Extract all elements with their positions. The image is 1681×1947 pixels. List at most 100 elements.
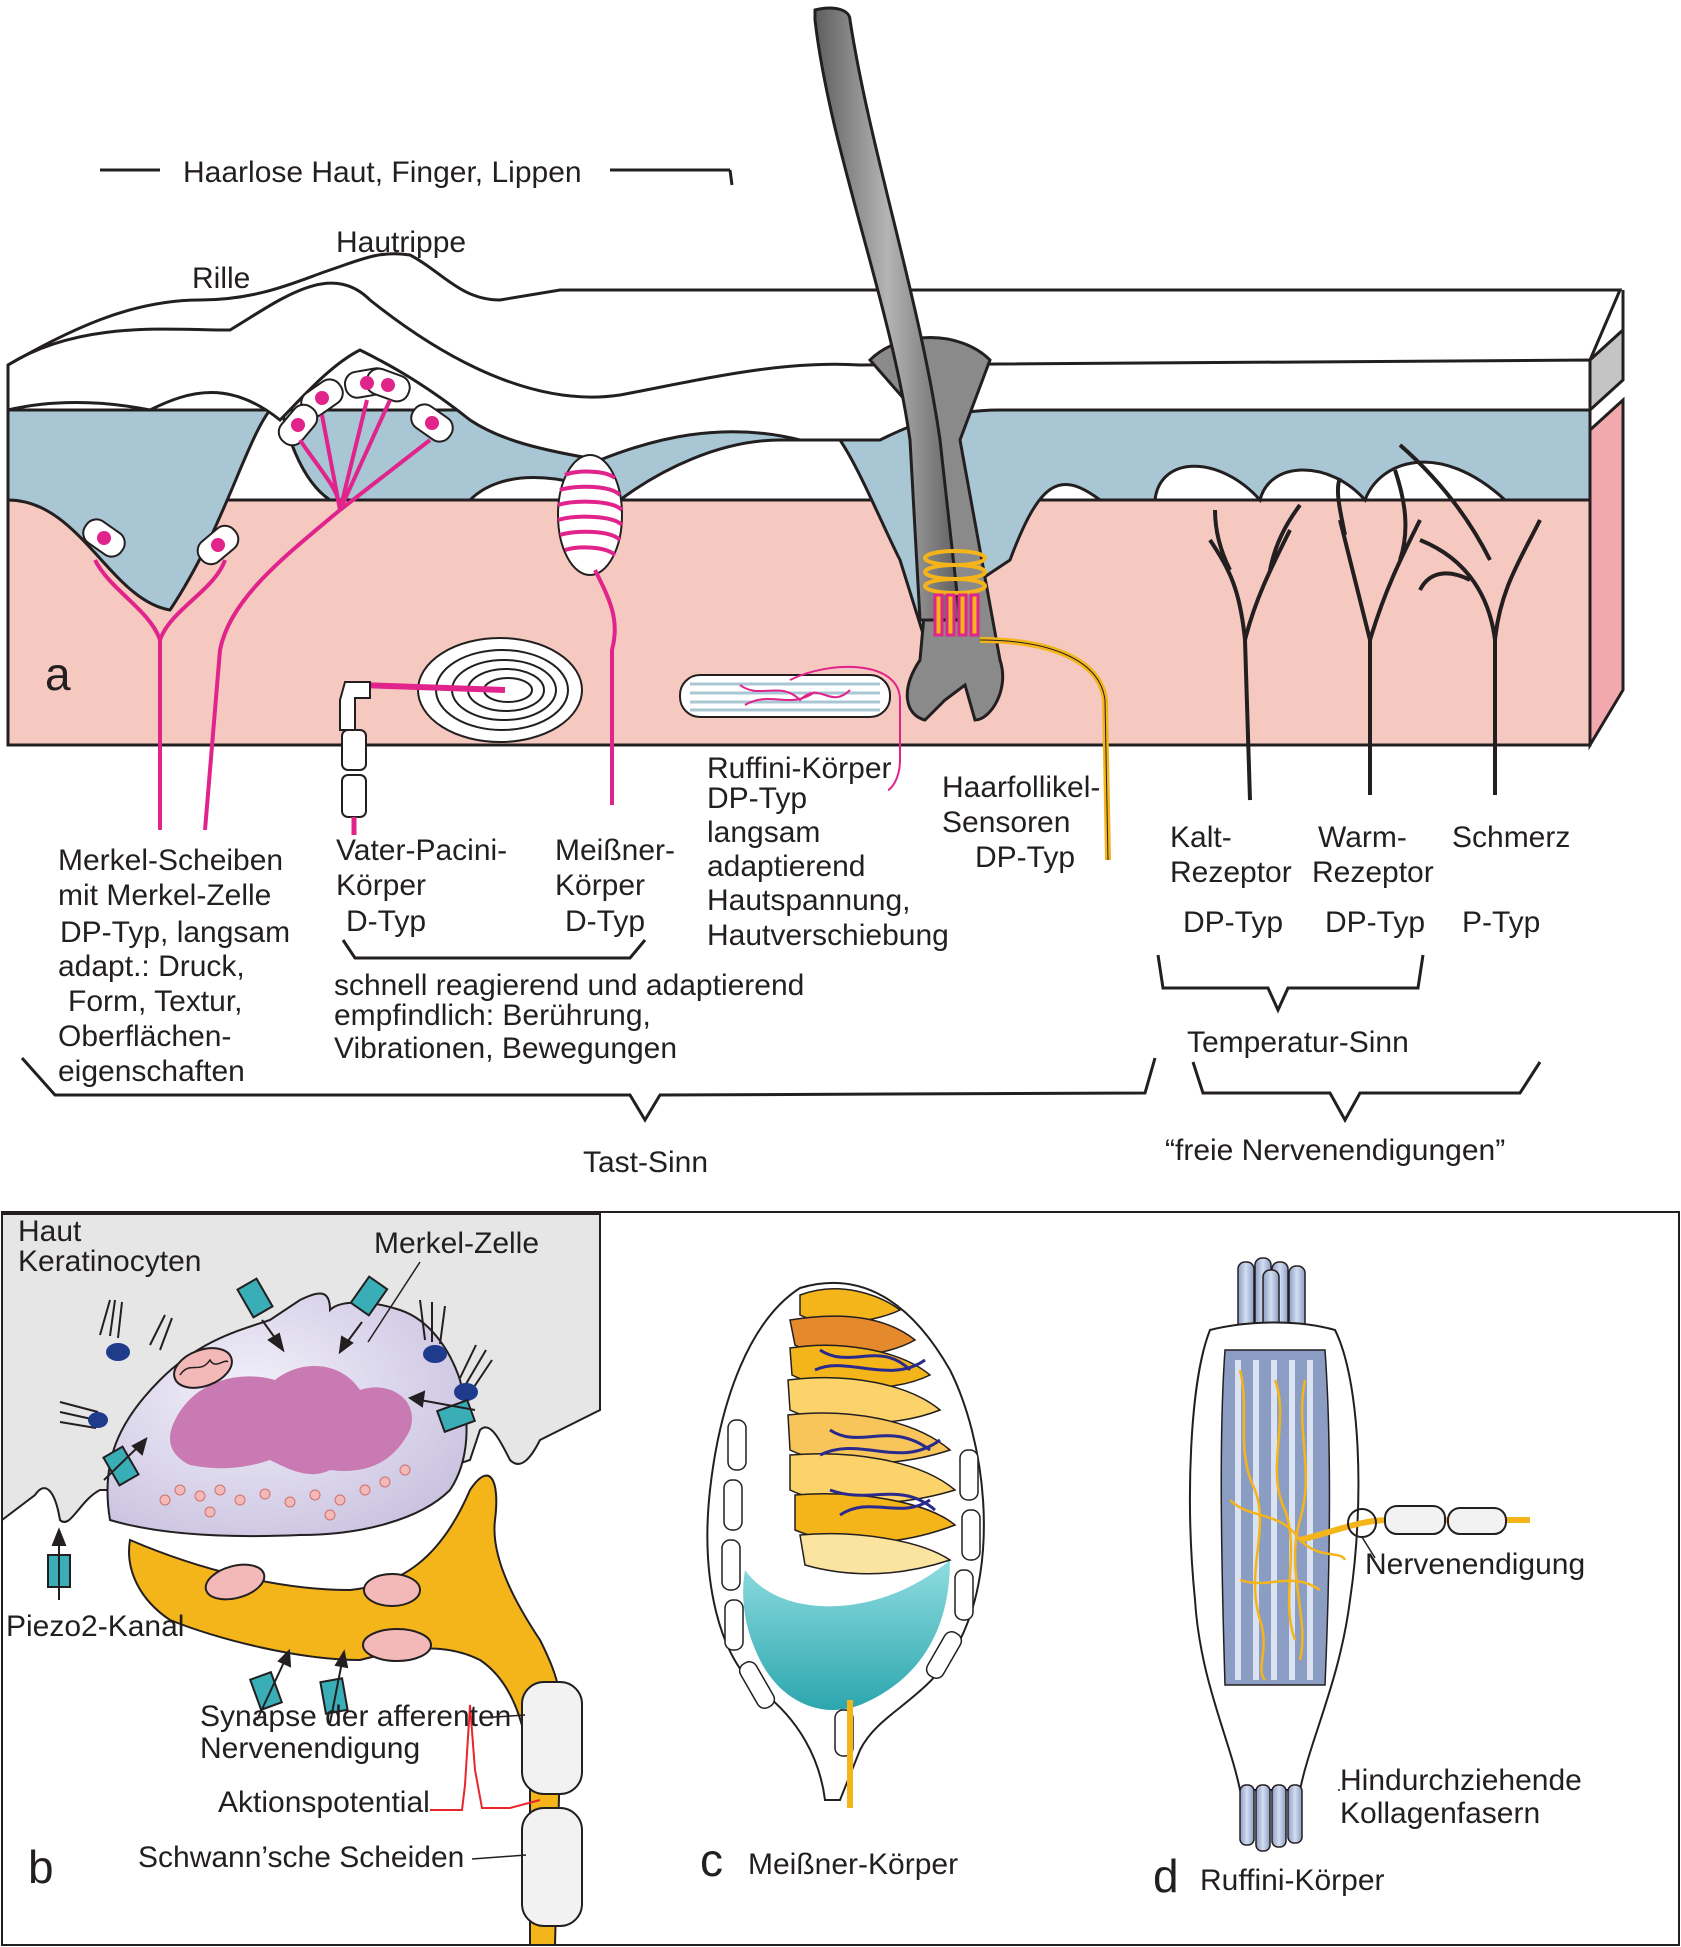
label-tast-sinn: Tast-Sinn (583, 1146, 708, 1179)
label-merkel-4: adapt.: Druck, (58, 950, 245, 983)
action-potential-trace (430, 1704, 541, 1811)
meissner-nerve-fibers (814, 1348, 941, 1517)
skin-surface (6, 281, 1592, 462)
panel-letter-a: a (45, 648, 71, 700)
labels-schmerz: Schmerz P-Typ (1452, 821, 1570, 939)
channel-arrows (51, 1319, 476, 1724)
labels-haarfollikel: Haarfollikel- Sensoren DP-Typ (942, 771, 1100, 874)
dermis-side (1588, 396, 1625, 751)
label-kollagen-1: Hindurchziehende (1340, 1764, 1582, 1797)
label-temperatur: Temperatur-Sinn (1187, 1026, 1409, 1059)
schwann-sheath-2 (521, 1807, 583, 1927)
label-rille: Rille (192, 262, 250, 295)
title-bar-tick (728, 169, 734, 186)
ruffini-schwann-1 (1384, 1505, 1446, 1535)
label-merkel-2: mit Merkel-Zelle (58, 879, 271, 912)
label-ruffini-3: langsam (707, 816, 820, 849)
label-haarfollikel-1: Haarfollikel- (942, 771, 1100, 804)
label-warm-3: DP-Typ (1325, 906, 1425, 939)
label-piezo2-kanal: Piezo2-Kanal (6, 1610, 184, 1643)
hair-shaft (813, 6, 962, 622)
ruffini-schwann-2 (1447, 1507, 1507, 1535)
panel-letter-c: c (700, 1834, 723, 1886)
label-kalt-1: Kalt- (1170, 821, 1232, 854)
leader-synapse (479, 1714, 526, 1719)
label-synapse-1: Synapse der afferenten (200, 1700, 511, 1733)
label-freie-nervenendigungen: “freie Nervenendigungen” (1165, 1134, 1505, 1167)
label-kalt-2: Rezeptor (1170, 856, 1292, 889)
label-warm-2: Rezeptor (1312, 856, 1434, 889)
label-pacini-3: D-Typ (346, 905, 426, 938)
panel-a: Haarlose Haut, Finger, Lippen Rille Haut… (6, 6, 1625, 1179)
label-ruffini-2: DP-Typ (707, 782, 807, 815)
merkel-nerves (93, 399, 432, 831)
label-nervenendigung: Nervenendigung (1365, 1548, 1585, 1581)
panel-letter-b: b (28, 1841, 54, 1893)
label-schwann: Schwann’sche Scheiden (138, 1841, 464, 1874)
labels-merkel: Merkel-Scheiben mit Merkel-Zelle DP-Typ,… (58, 844, 290, 1088)
label-meissner-3: D-Typ (565, 905, 645, 938)
brace-freie (1191, 1061, 1542, 1124)
label-pacini-1: Vater-Pacini- (336, 834, 507, 867)
panel-d: Nervenendigung Hindurchziehende Kollagen… (1153, 1257, 1585, 1902)
label-ruffini-koerper: Ruffini-Körper (1200, 1864, 1385, 1897)
merkel-nuclei (97, 376, 439, 552)
meissner-schwann-cells (721, 1419, 981, 1757)
merkel-nucleus (170, 1366, 412, 1475)
label-ruffini-5: Hautspannung, (707, 884, 911, 917)
label-merkel-zelle: Merkel-Zelle (374, 1227, 539, 1260)
leader-nervenendigung (1361, 1536, 1376, 1559)
label-kalt-3: DP-Typ (1183, 906, 1283, 939)
label-schmerz-1: Schmerz (1452, 821, 1570, 854)
label-ruffini-1: Ruffini-Körper (707, 752, 892, 785)
mitochondrion-2 (204, 1563, 432, 1662)
leader-schwann (471, 1854, 527, 1860)
label-schmerz-2: P-Typ (1462, 906, 1540, 939)
labels-kalt: Kalt- Rezeptor DP-Typ (1170, 821, 1292, 939)
label-schnell-3: Vibrationen, Bewegungen (334, 1032, 677, 1065)
pacini-body-a (339, 637, 583, 835)
dark-bulbs (88, 1343, 478, 1428)
label-keratinocyten: Keratinocyten (18, 1245, 201, 1278)
schwann-sheath-1 (521, 1681, 583, 1795)
label-schnell-1: schnell reagierend und adaptierend (334, 969, 804, 1002)
label-merkel-3: DP-Typ, langsam (60, 916, 290, 949)
label-ruffini-6: Hautverschiebung (707, 919, 949, 952)
label-warm-1: Warm- (1318, 821, 1407, 854)
label-hautrippe: Hautrippe (336, 226, 466, 259)
label-haarfollikel-3: DP-Typ (975, 841, 1075, 874)
label-merkel-5: Form, Textur, (68, 985, 243, 1018)
labels-meissner: Meißner- Körper D-Typ (555, 834, 675, 938)
ruffini-body-a (679, 665, 901, 791)
label-haut: Haut (18, 1215, 82, 1248)
labels-ruffini: Ruffini-Körper DP-Typ langsam adaptieren… (707, 752, 949, 952)
brace-schnell (341, 939, 647, 960)
label-haarfollikel-2: Sensoren (942, 806, 1070, 839)
panel-letter-d: d (1153, 1850, 1179, 1902)
label-kollagen-2: Kollagenfasern (1340, 1797, 1540, 1830)
hair-follicle (813, 6, 1111, 861)
label-aktionspotential: Aktionspotential (218, 1786, 430, 1819)
collagen-fibers-bottom (1239, 1784, 1303, 1852)
label-merkel-6: Oberflächen- (58, 1020, 231, 1053)
dendrites (59, 1299, 493, 1429)
granules (159, 1464, 411, 1521)
ruffini-inner-fibers (1235, 1360, 1313, 1680)
labels-pacini: Vater-Pacini- Körper D-Typ (336, 834, 507, 938)
label-meissner-1: Meißner- (555, 834, 675, 867)
leader-merkel-zelle (367, 1261, 421, 1343)
free-nerve-endings (1208, 443, 1542, 801)
brace-temperatur (1156, 954, 1425, 1014)
label-meissner-koerper: Meißner-Körper (748, 1848, 958, 1881)
label-merkel-7: eigenschaften (58, 1055, 245, 1088)
title-haarlose-haut: Haarlose Haut, Finger, Lippen (183, 156, 582, 189)
label-synapse-2: Nervenendigung (200, 1732, 420, 1765)
label-schnell-2: empfindlich: Berührung, (334, 999, 651, 1032)
label-meissner-2: Körper (555, 869, 645, 902)
mitochondrion-1 (173, 1347, 233, 1389)
meissner-body-a (557, 454, 624, 805)
labels-warm: Warm- Rezeptor DP-Typ (1312, 821, 1434, 939)
meissner-turquoise-core (743, 1560, 950, 1710)
brace-tast (20, 1057, 1157, 1123)
